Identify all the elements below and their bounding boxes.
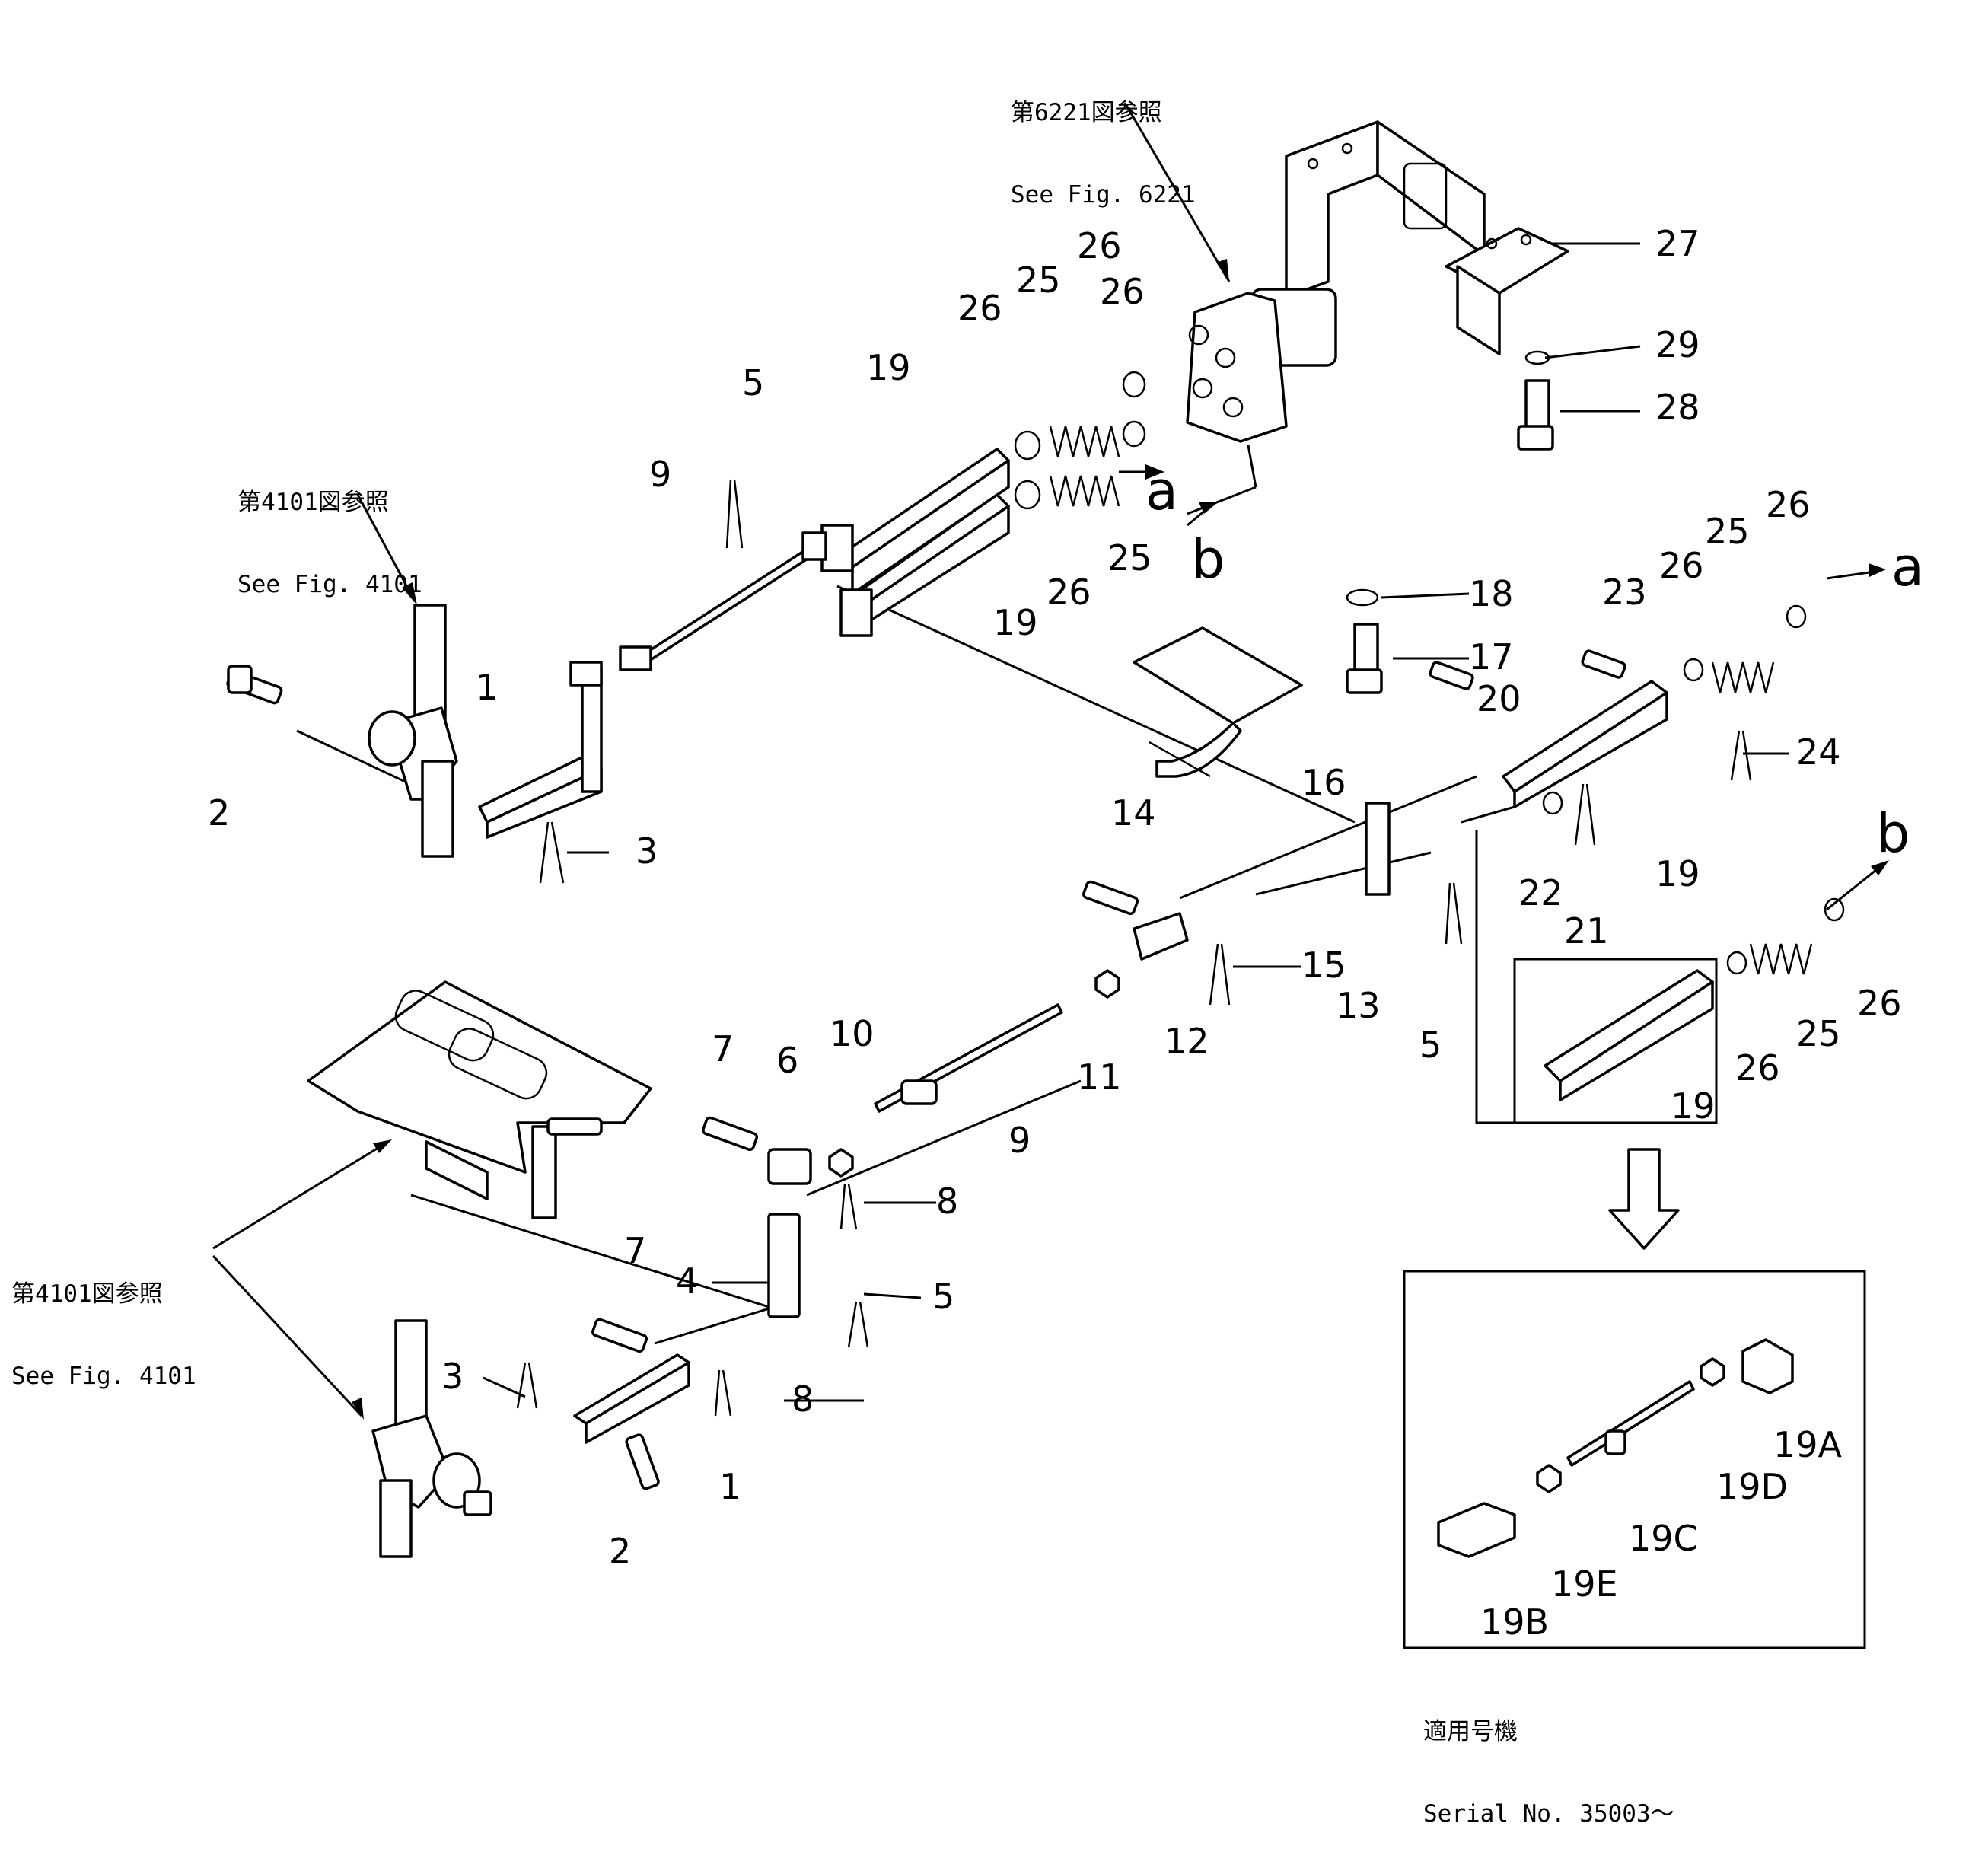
- reference-en: See Fig. 4101: [11, 1363, 196, 1390]
- callout-5: 5: [742, 362, 765, 403]
- callout-11: 11: [1077, 1057, 1122, 1098]
- callout-26: 26: [1659, 545, 1704, 586]
- operator-plate: [307, 980, 652, 1219]
- springs-top: [1014, 371, 1845, 975]
- callout-26: 26: [1766, 484, 1811, 525]
- callout-25: 25: [1107, 537, 1152, 578]
- callout-2: 2: [609, 1531, 632, 1572]
- callout-3: 3: [441, 1356, 464, 1397]
- callout-19: 19: [866, 347, 911, 388]
- section-letter-a: a: [1891, 536, 1924, 598]
- callout-3: 3: [636, 830, 658, 872]
- callout-19: 19: [1655, 853, 1700, 894]
- callout-1: 1: [719, 1466, 742, 1507]
- callout-8: 8: [792, 1379, 814, 1420]
- callout-19: 19: [993, 602, 1038, 643]
- callout-26: 26: [1100, 271, 1145, 312]
- lever-assembly-top: [226, 604, 603, 858]
- rod-9-top: [619, 531, 827, 671]
- link-19-right: [1429, 649, 1668, 815]
- bolt-17: [1346, 588, 1383, 694]
- callout-26: 26: [1735, 1047, 1780, 1088]
- reference-jp: 第4101図参照: [11, 1280, 163, 1308]
- serial-jp: 適用号機: [1423, 1718, 1518, 1745]
- callout-10: 10: [830, 1013, 875, 1054]
- links-19-upper: [820, 448, 1010, 637]
- callout-25: 25: [1796, 1013, 1841, 1054]
- link-19-alt: [1544, 969, 1714, 1101]
- callout-9: 9: [649, 454, 672, 495]
- callout-23: 23: [1602, 572, 1647, 613]
- serial-en: Serial No. 35003～: [1423, 1800, 1674, 1828]
- callout-18: 18: [1469, 573, 1514, 614]
- serial-note: 適用号機 Serial No. 35003～: [1423, 1663, 1674, 1855]
- callout-25: 25: [1016, 260, 1061, 301]
- reference-jp: 第6221図参照: [1011, 99, 1162, 126]
- callout-20: 20: [1477, 678, 1521, 719]
- callout-26: 26: [957, 288, 1002, 329]
- callout-4: 4: [676, 1261, 699, 1302]
- callout-26: 26: [1857, 983, 1902, 1024]
- callout-19a: 19A: [1773, 1424, 1843, 1465]
- callout-21: 21: [1564, 910, 1609, 951]
- reference-en: See Fig. 4101: [237, 571, 422, 598]
- callout-14: 14: [1111, 792, 1156, 833]
- callout-19c: 19C: [1629, 1518, 1698, 1559]
- callout-13: 13: [1336, 985, 1381, 1026]
- reference-en: See Fig. 6221: [1011, 181, 1196, 209]
- callout-26: 26: [1047, 572, 1091, 613]
- reference-fig4101-top: 第4101図参照 See Fig. 4101: [237, 434, 422, 626]
- callout-6: 6: [776, 1040, 799, 1081]
- callout-7: 7: [712, 1028, 734, 1069]
- callout-22: 22: [1518, 872, 1563, 913]
- section-letter-b: b: [1191, 528, 1225, 591]
- callout-5: 5: [1419, 1025, 1442, 1066]
- callout-16: 16: [1301, 762, 1346, 803]
- reference-fig6221: 第6221図参照 See Fig. 6221: [1011, 44, 1196, 236]
- callout-12: 12: [1164, 1021, 1209, 1062]
- callout-19d: 19D: [1716, 1466, 1788, 1507]
- serial-box-parts: [1437, 1338, 1794, 1558]
- callout-8: 8: [936, 1181, 959, 1222]
- callout-5: 5: [932, 1276, 955, 1317]
- bracket-13: [1365, 802, 1391, 896]
- parts-diagram: 第6221図参照 See Fig. 6221 第4101図参照 See Fig.…: [11, 44, 1924, 1828]
- section-letter-b: b: [1876, 802, 1910, 865]
- plate-16: [1133, 626, 1303, 778]
- lever-assembly-bottom: [371, 1116, 854, 1558]
- callout-28: 28: [1655, 387, 1700, 428]
- callout-19: 19: [1671, 1085, 1716, 1127]
- callout-29: 29: [1655, 324, 1700, 365]
- reference-fig4101-bottom: 第4101図参照 See Fig. 4101: [11, 1226, 196, 1417]
- callout-15: 15: [1301, 945, 1346, 986]
- reference-jp: 第4101図参照: [237, 489, 389, 516]
- callout-26: 26: [1077, 225, 1122, 266]
- callout-1: 1: [476, 667, 499, 708]
- cotter-pins: [516, 479, 1752, 1417]
- callout-17: 17: [1469, 636, 1514, 677]
- rod-9-bottom: [874, 880, 1189, 1113]
- down-arrow: [1608, 1148, 1680, 1250]
- leader-lines: [212, 102, 1889, 1420]
- callout-27: 27: [1655, 223, 1700, 264]
- callout-25: 25: [1705, 511, 1750, 552]
- callout-19b: 19B: [1480, 1602, 1550, 1643]
- section-letter-a: a: [1145, 460, 1178, 522]
- exploded-view-drawing: [212, 102, 1889, 1649]
- callout-7: 7: [624, 1230, 647, 1271]
- callout-2: 2: [208, 792, 231, 833]
- bolt-28: [1517, 350, 1554, 451]
- serial-detail-box: [1403, 1270, 1866, 1649]
- callout-19e: 19E: [1551, 1563, 1618, 1605]
- bracket-27: [1285, 120, 1569, 355]
- callout-9: 9: [1008, 1120, 1031, 1161]
- callout-24: 24: [1796, 731, 1841, 773]
- valve-body: [1186, 288, 1337, 443]
